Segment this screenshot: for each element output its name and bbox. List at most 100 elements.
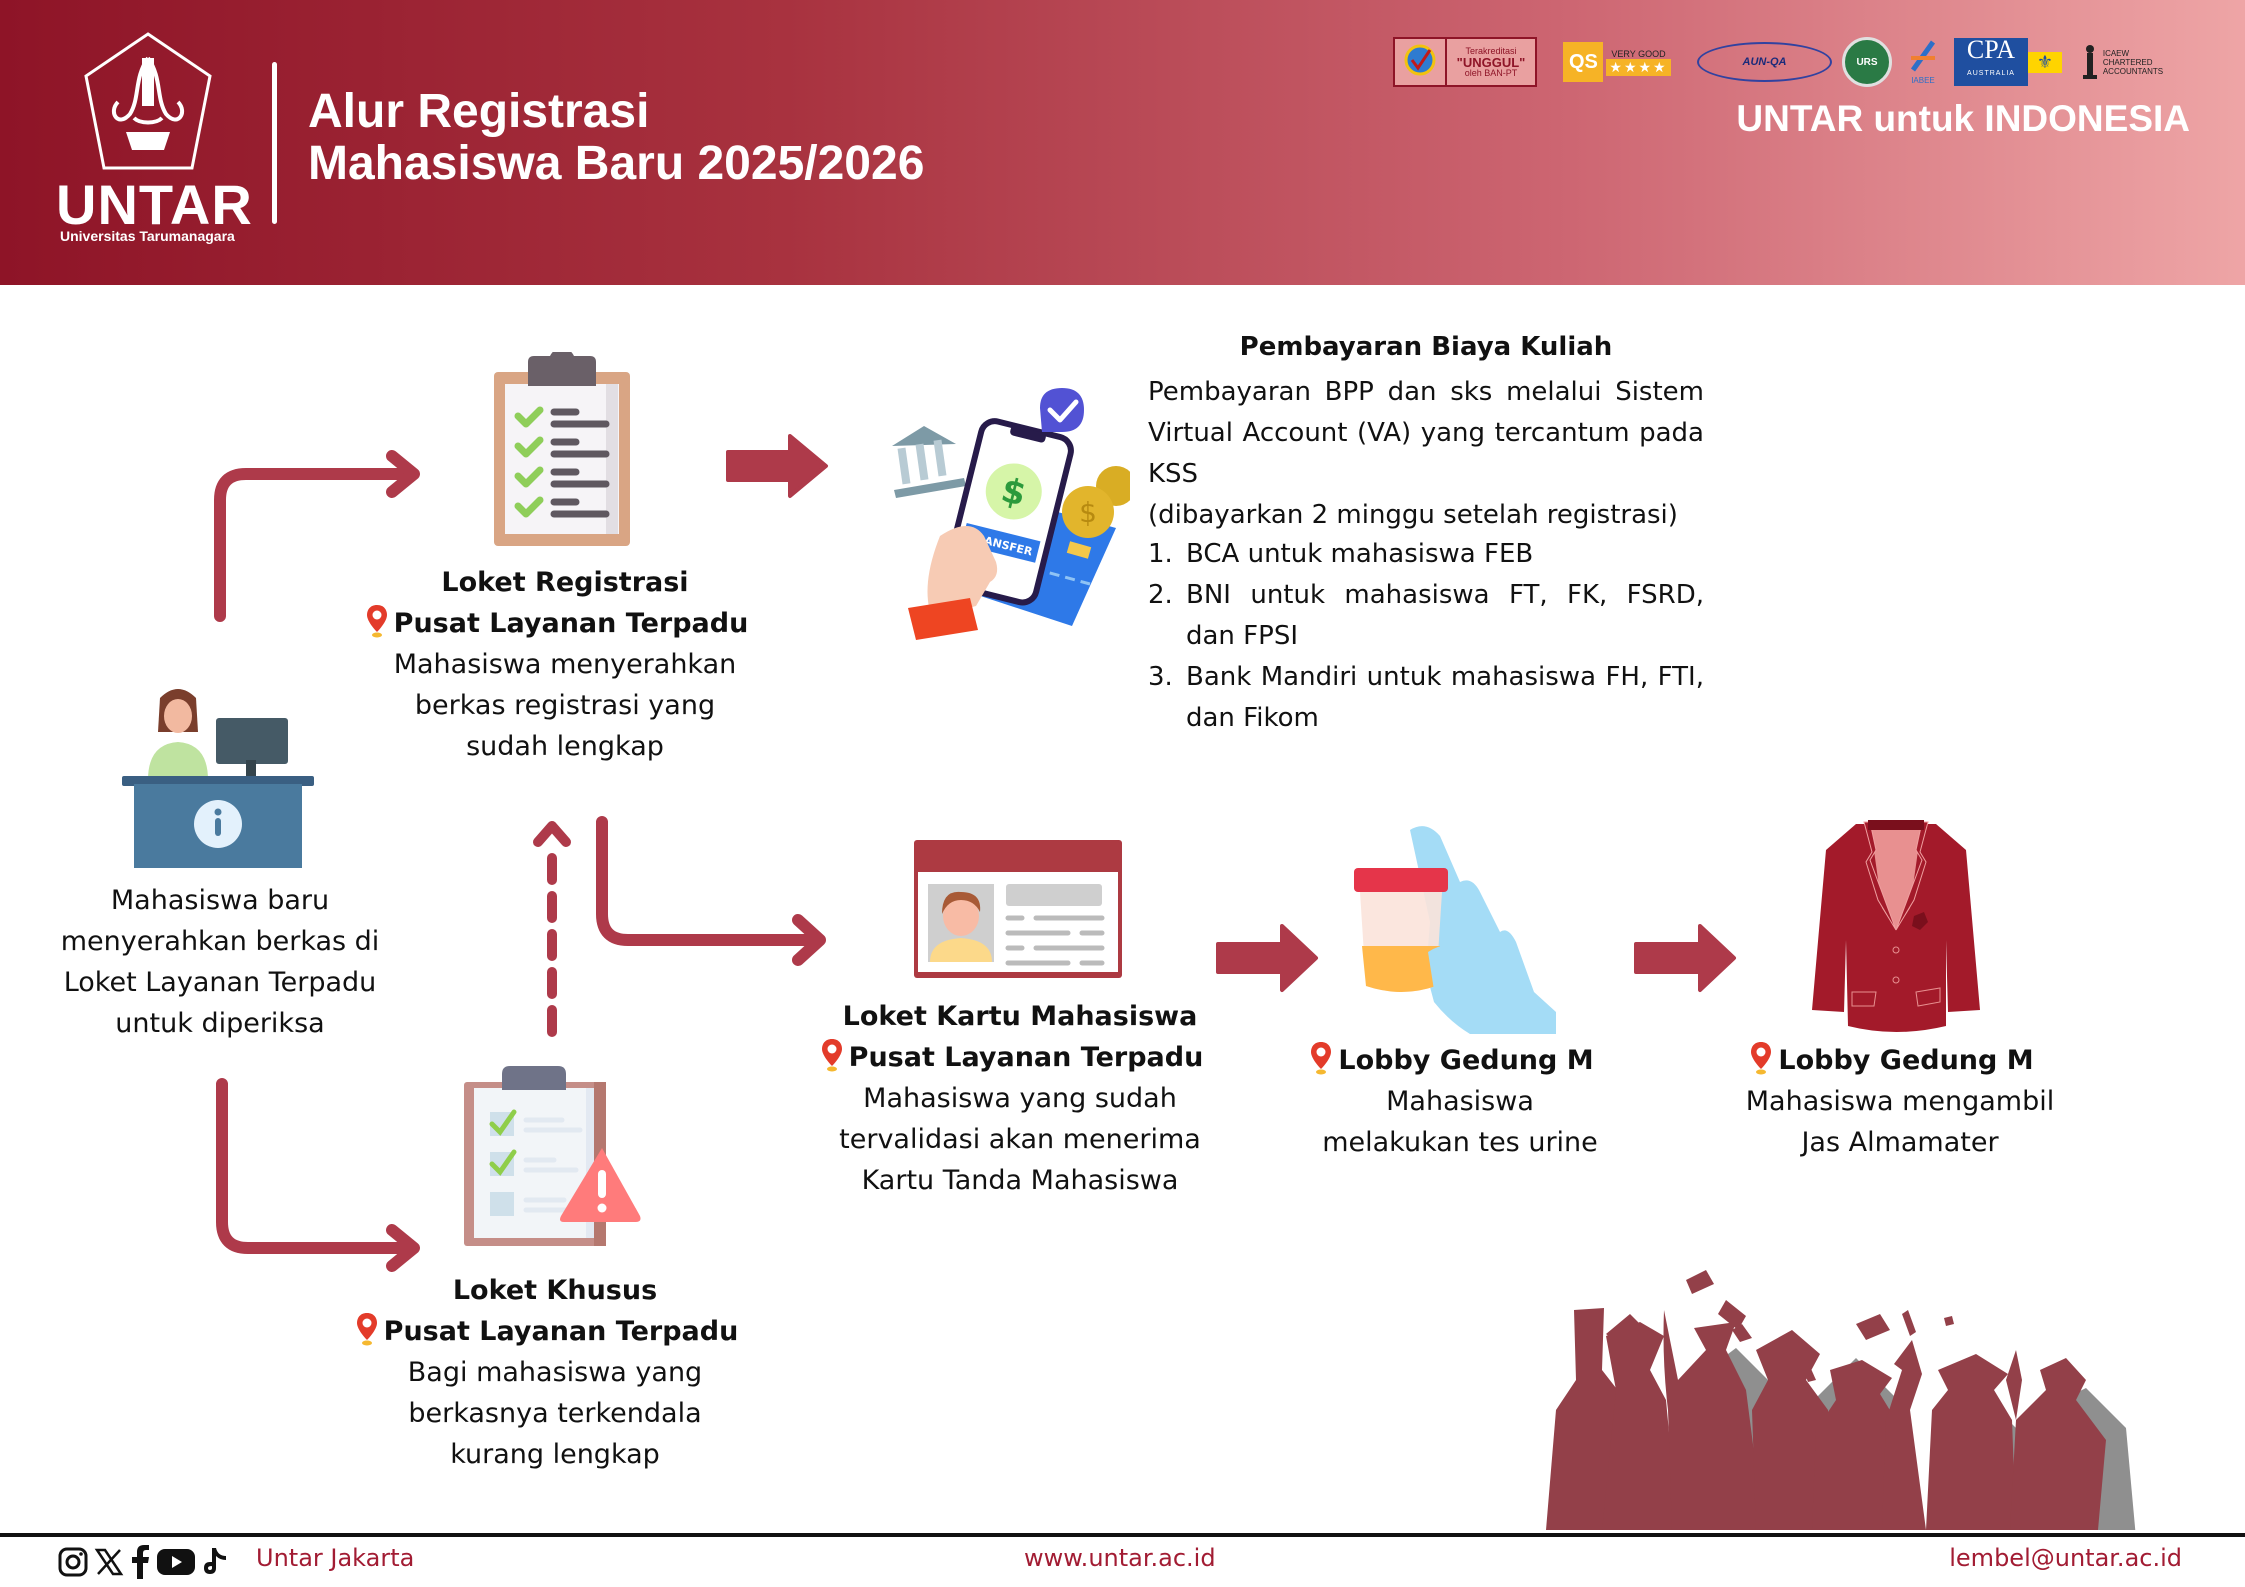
card-line: Kartu Tanda Mahasiswa [861, 1165, 1179, 1196]
banpt-globe-icon [1395, 39, 1447, 85]
almamater-line: Mahasiswa mengambil [1745, 1086, 2055, 1117]
qs-stars-icon: ★★★★ [1606, 58, 1671, 76]
hand-icon [927, 526, 998, 618]
social-handle[interactable]: Untar Jakarta [256, 1544, 415, 1572]
banpt-badge: Terakreditasi "UNGGUL" oleh BAN-PT [1393, 37, 1537, 87]
cpa-sub: AUSTRALIA [1967, 70, 2015, 77]
arrow-special-to-registration-dashed [533, 821, 571, 1037]
jacket-icon [1812, 820, 1980, 1032]
card-title: Loket Kartu Mahasiswa [842, 1001, 1198, 1032]
location-pin-icon [366, 605, 387, 638]
facebook-icon[interactable] [130, 1545, 150, 1579]
coins-icon: $ [1062, 466, 1130, 538]
youtube-icon[interactable] [156, 1547, 196, 1577]
university-name: Universitas Tarumanagara [60, 228, 235, 244]
card-location-text: Pusat Layanan Terpadu [848, 1042, 1204, 1073]
iabee-badge: IABEE [1902, 37, 1944, 87]
special-line: kurang lengkap [450, 1439, 660, 1470]
arrow-card-to-urine [1216, 924, 1318, 992]
email-link[interactable]: lembel@untar.ac.id [1949, 1544, 2182, 1572]
instagram-icon[interactable] [58, 1547, 88, 1577]
arrow-registration-to-payment [726, 434, 828, 498]
start-caption: Mahasiswa baru menyerahkan berkas di Lok… [40, 880, 400, 1044]
tiktok-icon[interactable] [202, 1546, 228, 1578]
cpa-crest-icon: ⚜ [2028, 51, 2062, 73]
arrow-urine-to-almamater [1634, 924, 1736, 992]
urine-line: Mahasiswa [1386, 1086, 1534, 1117]
registration-location: Pusat Layanan Terpadu [352, 603, 762, 644]
bank-text: Bank Mandiri untuk mahasiswa FH, FTI, da… [1186, 662, 1704, 733]
card-location: Pusat Layanan Terpadu [802, 1037, 1222, 1078]
bank-num: 3. [1148, 662, 1173, 692]
start-line: Loket Layanan Terpadu [63, 967, 377, 998]
registration-location-text: Pusat Layanan Terpadu [393, 608, 749, 639]
start-line: Mahasiswa baru [110, 885, 330, 916]
special-line: Bagi mahasiswa yang [407, 1357, 703, 1388]
bank-text: BNI untuk mahasiswa FT, FK, FSRD, dan FP… [1186, 580, 1704, 651]
location-pin-icon [821, 1039, 842, 1072]
location-pin-icon [1311, 1042, 1332, 1075]
special-title: Loket Khusus [452, 1275, 658, 1306]
iabee-label: IABEE [1911, 75, 1935, 85]
bank-list: 1.BCA untuk mahasiswa FEB 2.BNI untuk ma… [1148, 534, 1704, 739]
registration-title: Loket Registrasi [441, 567, 689, 598]
bank-list-item: 2. BNI untuk mahasiswa FT, FK, FSRD, dan … [1148, 575, 1704, 657]
mobile-payment-icon: $ $ TRANSFER [892, 388, 1130, 640]
info-desk-icon [122, 689, 314, 868]
registration-line: sudah lengkap [466, 731, 664, 762]
svg-text:$: $ [1079, 496, 1097, 529]
website-link[interactable]: www.untar.ac.id [1024, 1544, 1216, 1572]
graduation-silhouette-illustration [1546, 1270, 2136, 1530]
title-line-1: Alur Registrasi [308, 85, 650, 138]
payment-description: Pembayaran BPP dan sks melalui Sistem Vi… [1148, 377, 1704, 489]
icaew-line-3: ACCOUNTANTS [2102, 66, 2164, 76]
untar-crest-icon [84, 32, 212, 170]
qs-logo: QS [1563, 42, 1604, 82]
special-line: berkasnya terkendala [408, 1398, 702, 1429]
qs-rating: VERY GOOD [1611, 48, 1666, 59]
icaew-figure-icon [2082, 45, 2097, 79]
header-divider [272, 62, 277, 224]
payment-note: (dibayarkan 2 minggu setelah registrasi) [1148, 500, 1678, 530]
card-caption: Loket Kartu Mahasiswa Pusat Layanan Terp… [810, 996, 1230, 1201]
payment-body: Pembayaran BPP dan sks melalui Sistem Vi… [1148, 372, 1704, 536]
verified-check-icon [1040, 388, 1084, 432]
icaew-line-2: CHARTERED [2102, 57, 2153, 67]
urine-caption: Lobby Gedung M Mahasiswa melakukan tes u… [1270, 1040, 1650, 1163]
banpt-bottom-text: oleh BAN-PT [1464, 67, 1518, 78]
bank-list-item: 3. Bank Mandiri untuk mahasiswa FH, FTI, … [1148, 657, 1704, 739]
urine-line: melakukan tes urine [1322, 1127, 1598, 1158]
arrow-start-to-special [216, 1078, 420, 1272]
special-location-text: Pusat Layanan Terpadu [383, 1316, 739, 1347]
student-id-card-icon [914, 840, 1122, 978]
aun-qa-badge: AUN-QA [1697, 42, 1832, 82]
registration-line: Mahasiswa menyerahkan [393, 649, 737, 680]
bank-num: 2. [1148, 580, 1173, 610]
almamater-line: Jas Almamater [1801, 1127, 1999, 1158]
icaew-line-1: ICAEW [2102, 48, 2130, 58]
urine-sample-icon [1354, 826, 1556, 1034]
start-line: menyerahkan berkas di [60, 926, 380, 957]
footer-divider [0, 1533, 2245, 1537]
urine-location-text: Lobby Gedung M [1338, 1045, 1594, 1076]
title-line-2: Mahasiswa Baru 2025/2026 [308, 137, 925, 190]
icaew-badge: ICAEW CHARTERED ACCOUNTANTS [2072, 37, 2172, 87]
tagline: UNTAR untuk INDONESIA [1736, 98, 2190, 139]
clipboard-warning-icon [464, 1066, 641, 1246]
arrow-start-to-registration [214, 450, 420, 622]
header-banner: UNTAR Universitas Tarumanagara Alur Regi… [0, 0, 2245, 285]
special-caption: Loket Khusus Pusat Layanan Terpadu Bagi … [350, 1270, 760, 1475]
registration-line: berkas registrasi yang [414, 690, 716, 721]
card-line: tervalidasi akan menerima [839, 1124, 1201, 1155]
banpt-main-text: "UNGGUL" [1456, 54, 1526, 70]
x-icon[interactable] [94, 1547, 124, 1577]
urs-badge: URS [1842, 37, 1892, 87]
payment-title: Pembayaran Biaya Kuliah [1239, 332, 1613, 362]
almamater-location: Lobby Gedung M [1712, 1040, 2072, 1081]
cpa-badge: CPA AUSTRALIA ⚜ [1954, 34, 2062, 90]
location-pin-icon [356, 1313, 377, 1346]
cpa-label: CPA [1966, 35, 2016, 64]
accreditation-logos: Terakreditasi "UNGGUL" oleh BAN-PT QS VE… [1393, 34, 2172, 90]
checklist-clipboard-icon [494, 352, 630, 546]
